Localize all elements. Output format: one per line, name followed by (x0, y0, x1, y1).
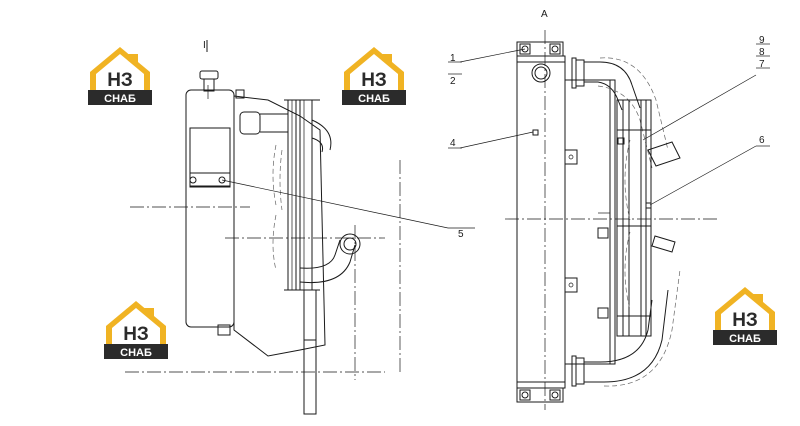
logo-main-text: НЗ (732, 310, 758, 331)
logo-sub-text: СНАБ (120, 347, 152, 359)
nz-snab-logo-4: НЗ СНАБ (713, 287, 777, 345)
arrow-label: I (203, 40, 206, 51)
callout-7: 7 (759, 59, 765, 70)
callout-2: 2 (450, 76, 456, 87)
logo-sub-text: СНАБ (104, 93, 136, 105)
view-label: A (541, 9, 548, 20)
callout-1: 1 (450, 53, 456, 64)
logo-main-text: НЗ (123, 324, 149, 345)
logo-main-text: НЗ (107, 70, 133, 91)
side-view: I (125, 40, 401, 415)
nz-snab-logo-3: НЗ СНАБ (104, 301, 168, 359)
callout-4: 4 (450, 138, 456, 149)
nz-snab-logo-2: НЗ СНАБ (342, 47, 406, 105)
logo-main-text: НЗ (361, 70, 387, 91)
callout-9: 9 (759, 35, 765, 46)
front-view-a: A (505, 9, 720, 410)
callout-5: 5 (458, 229, 464, 240)
callout-6: 6 (759, 135, 765, 146)
nz-snab-logo-1: НЗ СНАБ (88, 47, 152, 105)
logo-sub-text: СНАБ (729, 333, 761, 345)
callout-8: 8 (759, 47, 765, 58)
logo-sub-text: СНАБ (358, 93, 390, 105)
